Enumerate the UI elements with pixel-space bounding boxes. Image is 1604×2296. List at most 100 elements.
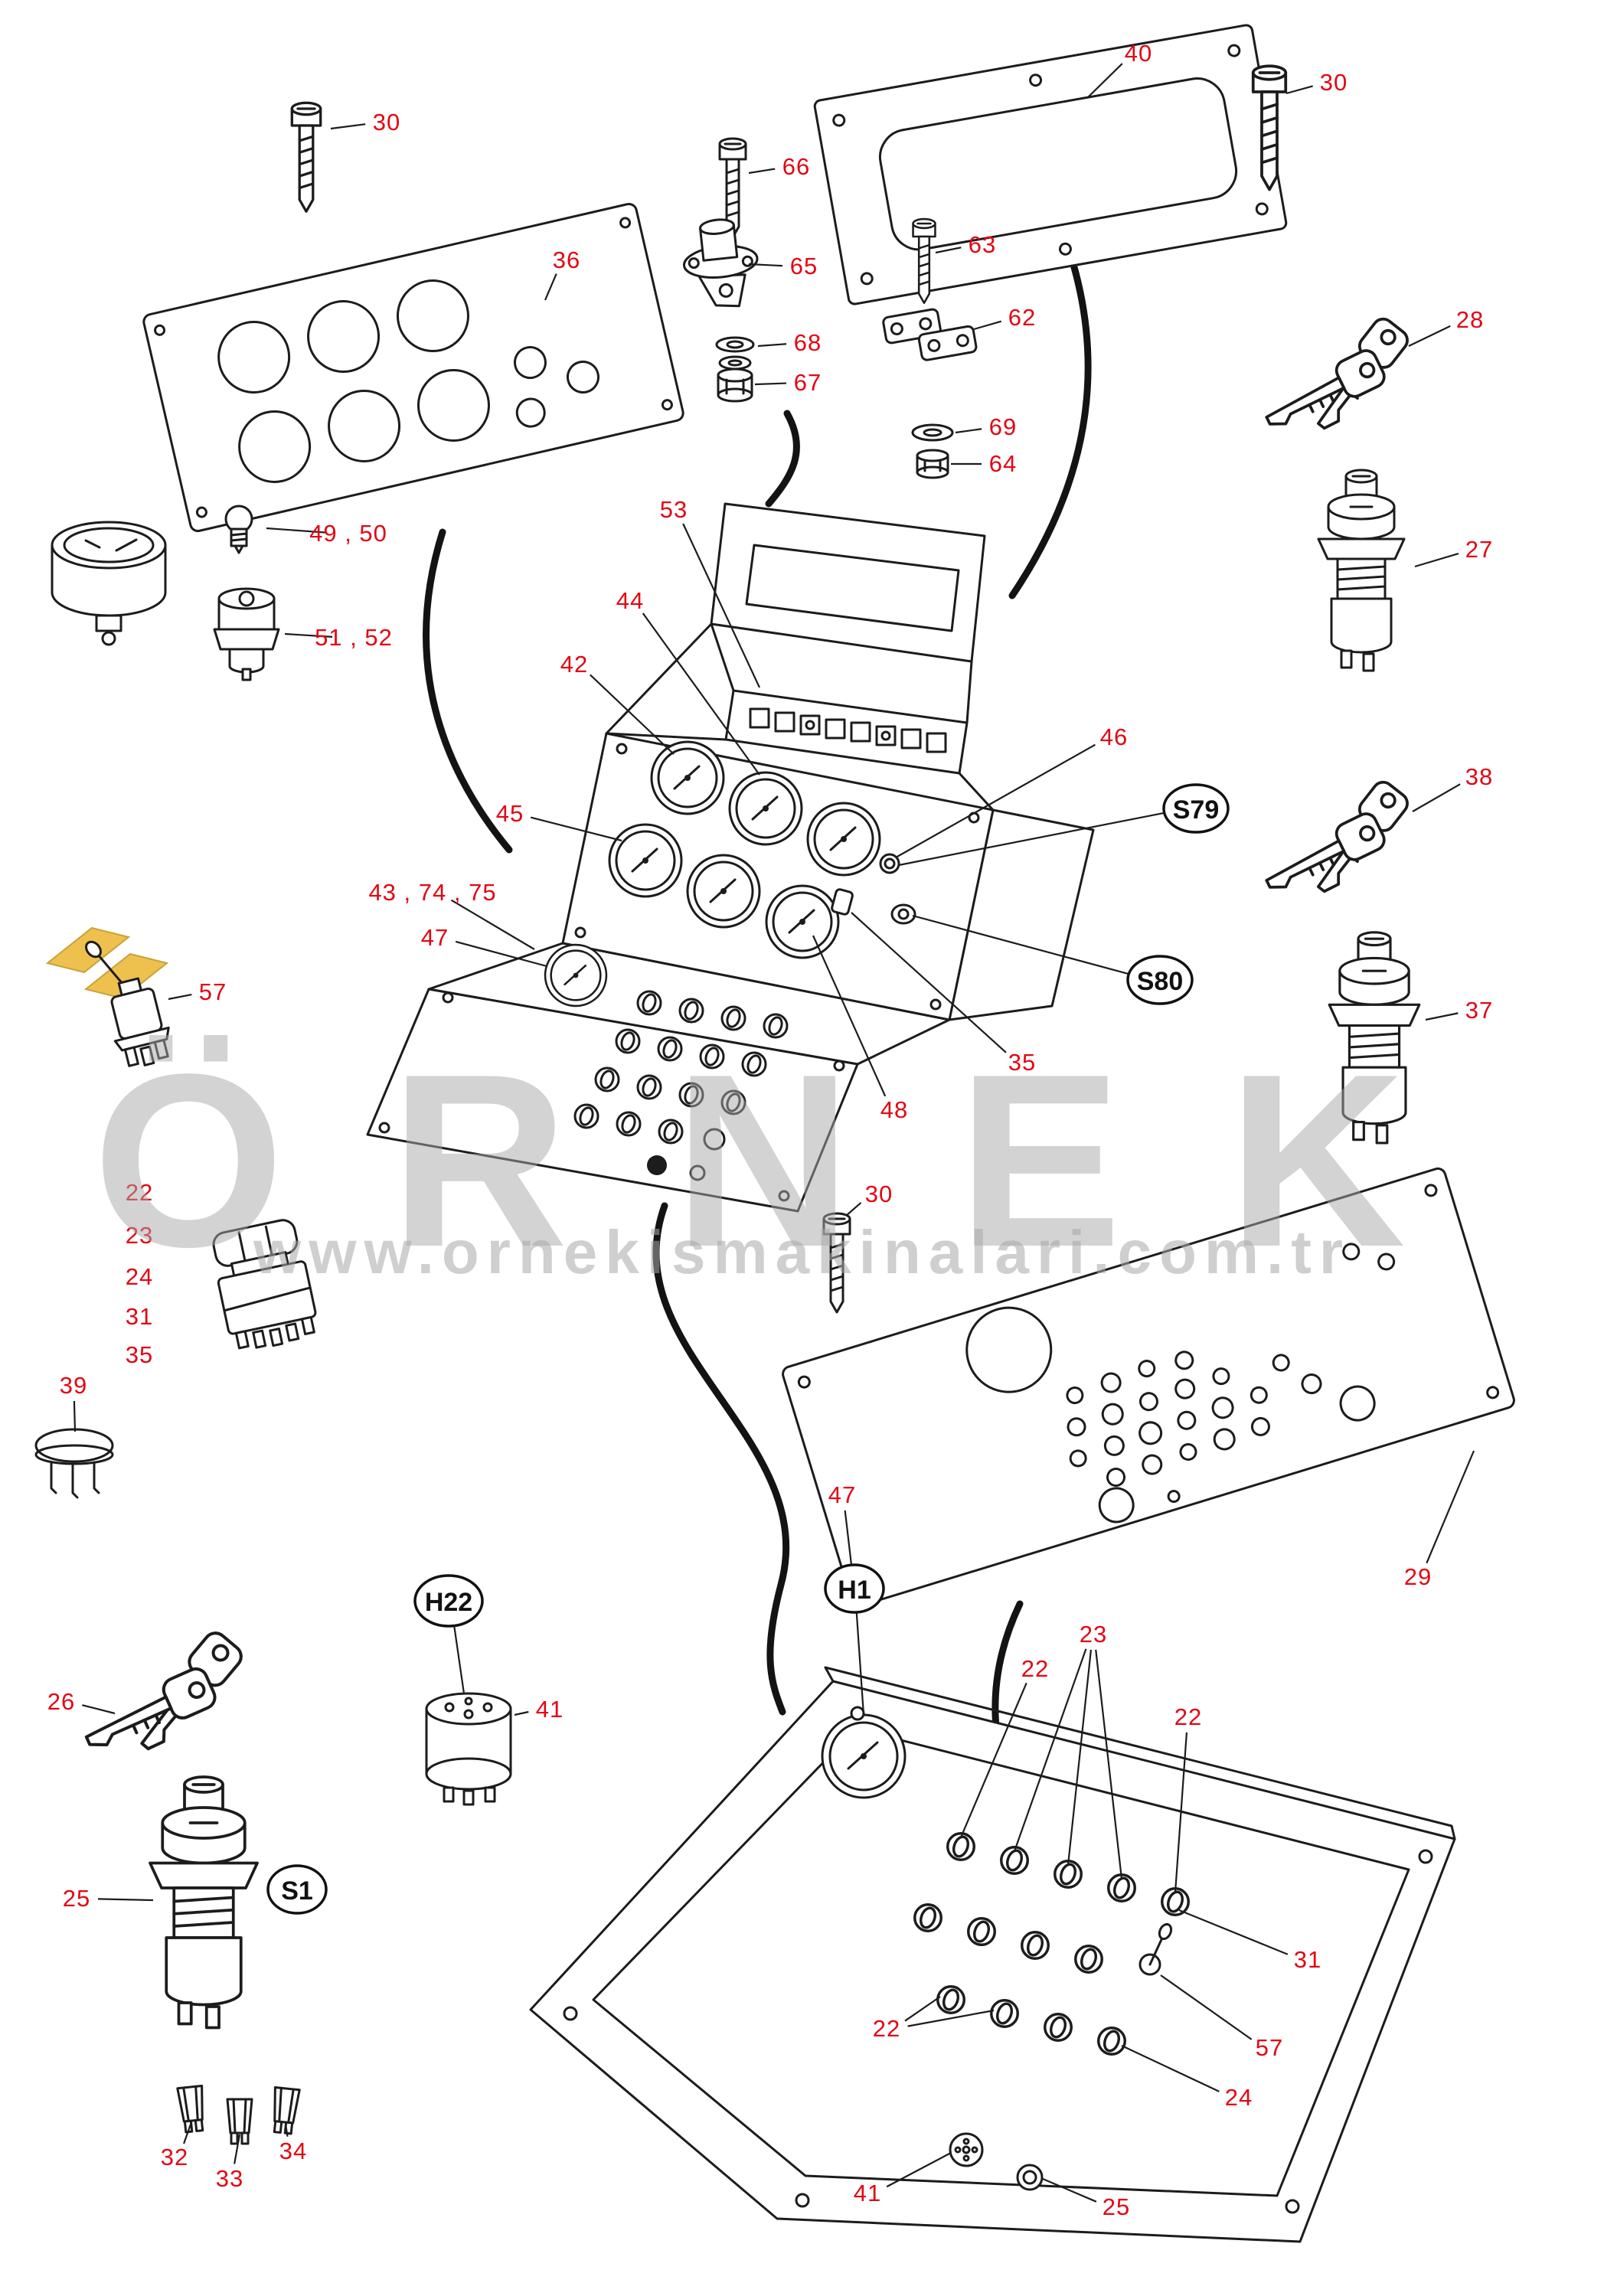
leader-line (1042, 2177, 1097, 2203)
callout-41: 41 (535, 1696, 564, 1723)
leader-line (284, 632, 333, 638)
leader-line (544, 273, 557, 301)
leader-line (959, 1682, 1027, 1838)
callout-31: 31 (125, 1303, 154, 1330)
leader-line (935, 247, 962, 254)
callout-51-52: 51 , 52 (315, 624, 393, 651)
toggle-switch-57 (45, 926, 170, 1067)
callout-22: 22 (1174, 1703, 1203, 1730)
callout-30: 30 (1319, 69, 1348, 96)
leader-line (1426, 1450, 1475, 1564)
leader-line (1121, 2045, 1220, 2092)
callout-66: 66 (782, 153, 811, 180)
leader-line (955, 428, 982, 434)
callout-22: 22 (125, 1179, 154, 1206)
relay-41 (425, 1692, 512, 1806)
leader-line (73, 1400, 77, 1432)
sender-51-52 (213, 587, 280, 681)
callout-26: 26 (47, 1688, 76, 1715)
leader-line (455, 940, 547, 968)
callout-38: 38 (1465, 763, 1494, 790)
leader-line (1412, 783, 1461, 812)
leader-line (453, 1625, 466, 1694)
callout-35: 35 (1008, 1049, 1037, 1076)
gauge-panel-36 (142, 202, 684, 533)
callout-48: 48 (880, 1096, 909, 1123)
callout-30: 30 (864, 1181, 893, 1207)
nut-64 (916, 449, 949, 479)
callout-53: 53 (659, 496, 688, 523)
leader-line (183, 2121, 193, 2144)
leader-line (973, 320, 1002, 331)
hinge-62 (882, 308, 978, 361)
leader-line (1095, 1649, 1123, 1880)
callout-29: 29 (1403, 1563, 1432, 1590)
leader-line (1013, 1648, 1087, 1852)
leader-line (898, 812, 1165, 867)
leader-line (168, 993, 192, 1001)
leader-line (1414, 553, 1459, 568)
leader-line (234, 2134, 241, 2164)
round-gauge-49-50 (51, 521, 167, 646)
leader-line (590, 674, 675, 755)
callout-37: 37 (1465, 997, 1494, 1024)
leader-line (530, 816, 622, 842)
washer-69 (911, 423, 954, 442)
callout-69: 69 (988, 413, 1018, 440)
callout-24: 24 (125, 1263, 154, 1290)
leader-line (904, 1996, 941, 2022)
leader-line (514, 1710, 529, 1716)
callout-45: 45 (495, 800, 524, 827)
callout-67: 67 (793, 369, 822, 396)
connector-41-bottom (949, 2132, 984, 2167)
callout-46: 46 (1099, 723, 1129, 750)
leader-line (1178, 1909, 1289, 1955)
ref-label-S1: S1 (281, 1876, 313, 1906)
toggle-switch-57-bottom (1138, 1922, 1173, 1976)
bulb-49 (224, 505, 253, 554)
ref-circle-S1 (266, 1864, 328, 1915)
callout-27: 27 (1465, 536, 1494, 563)
leader-line (812, 935, 887, 1097)
callout-32: 32 (160, 2144, 189, 2170)
routing-curves (423, 250, 1092, 1818)
leader-line (266, 527, 328, 534)
leader-line (748, 168, 776, 175)
callout-30: 30 (372, 109, 401, 136)
callout-47: 47 (420, 924, 449, 951)
callout-28: 28 (1455, 306, 1485, 333)
display-icon-strip (749, 707, 947, 753)
leader-line (895, 743, 1096, 858)
leader-line (1067, 1649, 1093, 1866)
ref-label-H1: H1 (838, 1576, 871, 1605)
callout-57: 57 (1255, 2034, 1284, 2061)
callout-42: 42 (560, 651, 589, 678)
ref-label-S79: S79 (1173, 795, 1220, 825)
callout-65: 65 (789, 253, 818, 279)
callout-39: 39 (59, 1372, 88, 1399)
callout-40: 40 (1124, 40, 1153, 67)
leader-line (82, 1704, 116, 1715)
callout-36: 36 (552, 247, 581, 273)
callout-63: 63 (968, 231, 997, 258)
callout-47: 47 (828, 1481, 857, 1508)
leader-line (886, 2152, 952, 2188)
leader-line (1408, 325, 1451, 347)
leader-line (757, 343, 787, 348)
leader-line (912, 914, 1129, 975)
callout-25: 25 (1102, 2193, 1131, 2220)
ref-circle-S80 (1126, 955, 1194, 1005)
leader-line (1086, 63, 1123, 99)
leader-line (844, 1510, 853, 1566)
callout-31: 31 (1293, 1946, 1322, 1973)
leader-line (97, 1898, 154, 1902)
leader-line (907, 2009, 995, 2027)
leader-line (642, 612, 760, 776)
callout-44: 44 (616, 587, 645, 614)
ref-label-H22: H22 (425, 1588, 472, 1617)
callout-34: 34 (279, 2138, 308, 2164)
ref-circle-S79 (1162, 783, 1230, 834)
leader-line (845, 1202, 862, 1217)
leader-line (851, 912, 1007, 1053)
